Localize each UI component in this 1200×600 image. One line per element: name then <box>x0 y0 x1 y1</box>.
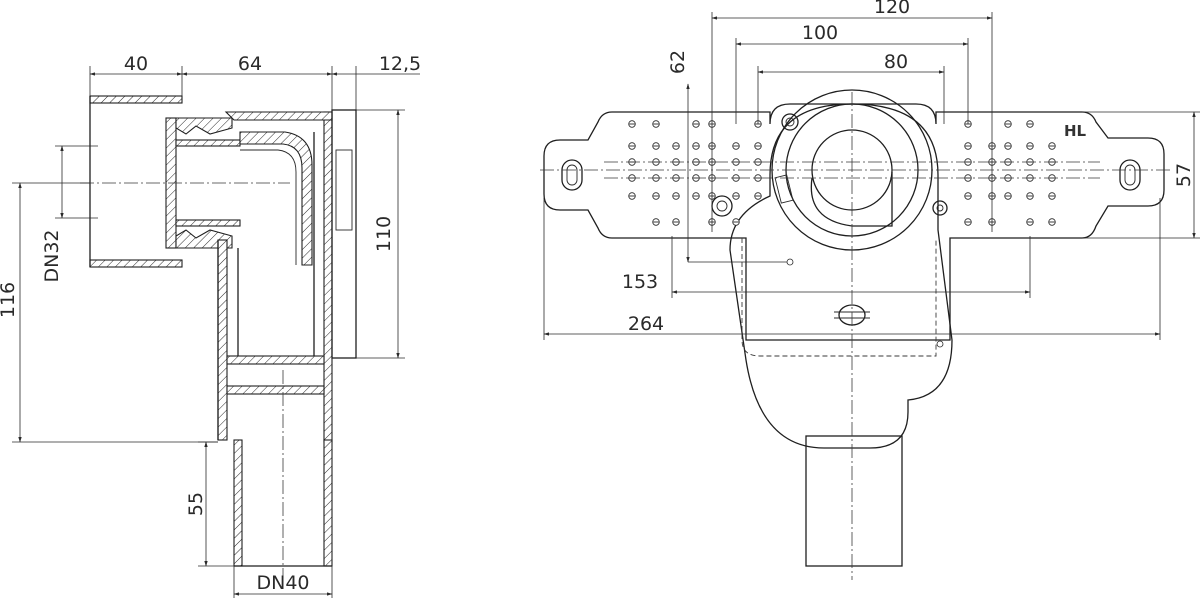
dim-label-120: 120 <box>874 0 910 18</box>
mounting-hole-grid <box>628 120 1056 226</box>
front-plate <box>331 109 357 359</box>
dim-label-55: 55 <box>185 492 207 516</box>
inner-sleeve-bottom <box>175 219 241 227</box>
right-mounting-slot <box>1119 159 1141 191</box>
right-slot-inner <box>1124 164 1136 186</box>
plate-marking-hl: HL <box>1064 122 1087 140</box>
dim-label-116: 116 <box>0 282 19 318</box>
elbow-inner-line <box>240 149 297 265</box>
trap-body <box>729 103 953 449</box>
inner-sleeve-top <box>175 139 241 147</box>
dim-label-110: 110 <box>373 216 395 252</box>
upper-seal <box>175 117 233 135</box>
left-mounting-slot <box>561 159 583 191</box>
front-plate-boss <box>335 149 353 231</box>
outlet-pipe-left-wall <box>233 439 243 567</box>
inlet-pipe-bottom-wall <box>89 259 183 268</box>
dim-label-62: 62 <box>667 50 689 74</box>
left-slot-inner <box>566 164 578 186</box>
elbow-tube <box>239 131 313 266</box>
dim-label-80: 80 <box>884 51 908 73</box>
fixing-boss-top-inner <box>785 117 795 127</box>
housing-top-wall <box>224 111 333 121</box>
dim-label-dn32: DN32 <box>41 229 63 282</box>
front-view: HL 120 100 80 62 57 153 2 <box>540 0 1200 580</box>
dim-label-40: 40 <box>124 53 148 75</box>
hidden-chamber <box>741 238 937 357</box>
dim-label-57: 57 <box>1173 163 1195 187</box>
housing-back-wall <box>323 111 333 443</box>
inlet-pipe-top-wall <box>89 95 183 104</box>
outlet-collar <box>226 385 325 395</box>
latch-left <box>774 174 794 204</box>
front-outlet-pipe <box>805 435 903 567</box>
dim-label-264: 264 <box>628 313 664 335</box>
fixing-boss-right-inner <box>936 204 944 212</box>
housing-left-wall-lower <box>217 239 228 441</box>
dim-label-dn40: DN40 <box>256 572 309 594</box>
outlet-pipe-right-wall <box>323 439 333 567</box>
fixing-boss-left-inner <box>716 200 728 212</box>
ref-hole-62 <box>786 258 794 266</box>
side-section-view: 40 64 12,5 110 DN32 116 55 DN40 <box>0 53 421 598</box>
fixing-boss-left <box>711 195 733 217</box>
small-hole-chamber <box>936 340 944 348</box>
dim-label-153: 153 <box>622 271 658 293</box>
fixing-boss-right <box>932 200 948 216</box>
dim-label-12-5: 12,5 <box>379 53 421 75</box>
dim-label-100: 100 <box>802 22 838 44</box>
fixing-boss-top <box>781 113 799 131</box>
housing-floor <box>226 355 325 365</box>
dim-label-64: 64 <box>238 53 262 75</box>
mounting-plate <box>543 103 1165 341</box>
